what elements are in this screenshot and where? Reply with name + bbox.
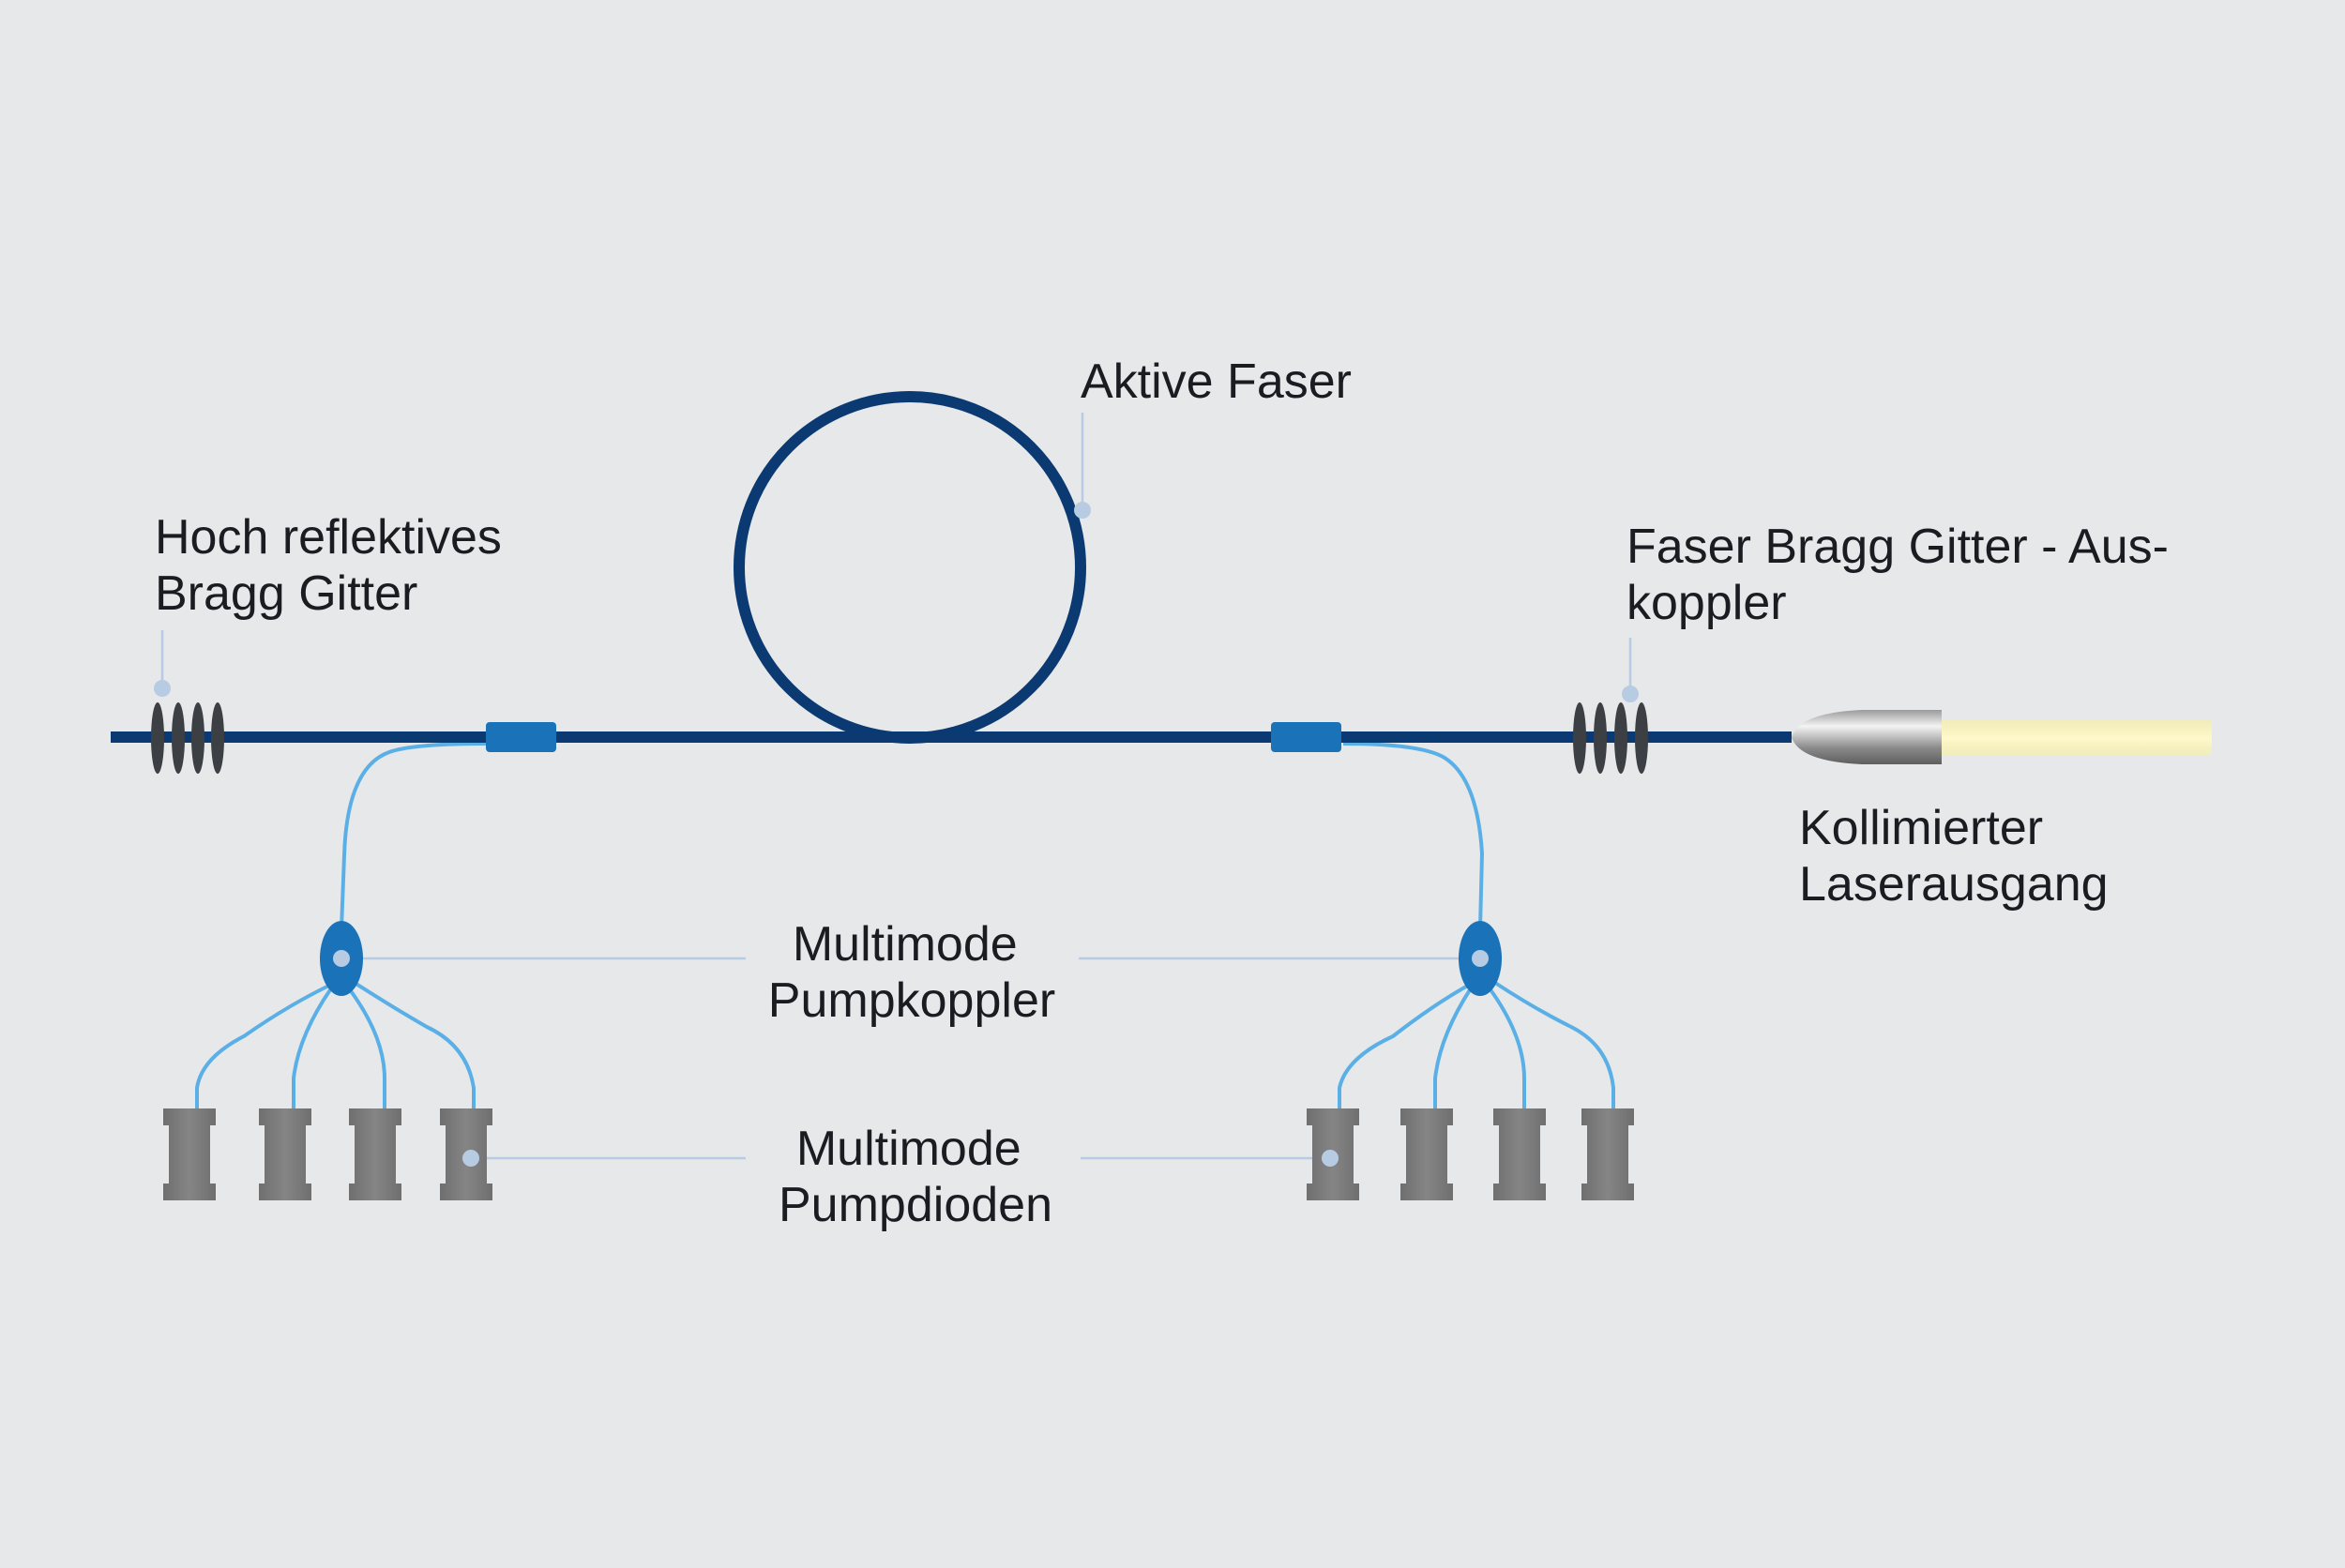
pump-diode [259, 1108, 311, 1200]
label-pump-coupler: Multimode Pumpkoppler [768, 917, 1055, 1028]
pump-diode [1400, 1108, 1453, 1200]
hr-bragg-grating [151, 702, 224, 774]
pump-diodes-left [163, 1108, 492, 1200]
coupler-left [486, 722, 556, 752]
label-hr-bragg: Hoch reflektives Bragg Gitter [155, 510, 515, 621]
fiber-couplers [486, 722, 1341, 752]
dot-pump-diode-right [1322, 1150, 1339, 1167]
main-fiber [111, 391, 1792, 744]
dot-active-fiber [1074, 502, 1091, 519]
collimator-lens [1792, 710, 1942, 764]
dot-pump-coupler-right [1472, 950, 1489, 967]
label-collimated-output: Kollimierter Laserausgang [1799, 801, 2109, 912]
leader-lines [160, 413, 1632, 1160]
pump-diode [1581, 1108, 1634, 1200]
label-active-fiber: Aktive Faser [1081, 354, 1352, 409]
label-oc-bragg: Faser Bragg Gitter - Aus- koppler [1626, 520, 2182, 630]
pump-diode [349, 1108, 401, 1200]
dot-pump-diode-left [462, 1150, 479, 1167]
pump-diode [163, 1108, 216, 1200]
laser-beam [1932, 720, 2212, 756]
oc-bragg-grating [1573, 702, 1648, 774]
labels: Hoch reflektives Bragg Gitter Aktive Fas… [155, 354, 2182, 1232]
dot-oc-bragg [1622, 686, 1639, 702]
laser-output [1792, 710, 2212, 764]
coupler-right [1271, 722, 1341, 752]
dot-hr-bragg [154, 680, 171, 697]
pump-diodes-right [1307, 1108, 1634, 1200]
label-pump-diodes: Multimode Pumpdioden [779, 1122, 1052, 1232]
pump-diode [1493, 1108, 1546, 1200]
pump-fibers [195, 742, 1615, 1111]
leader-dots [154, 502, 1639, 1167]
dot-pump-coupler-left [333, 950, 350, 967]
active-fiber-loop [734, 391, 1086, 744]
